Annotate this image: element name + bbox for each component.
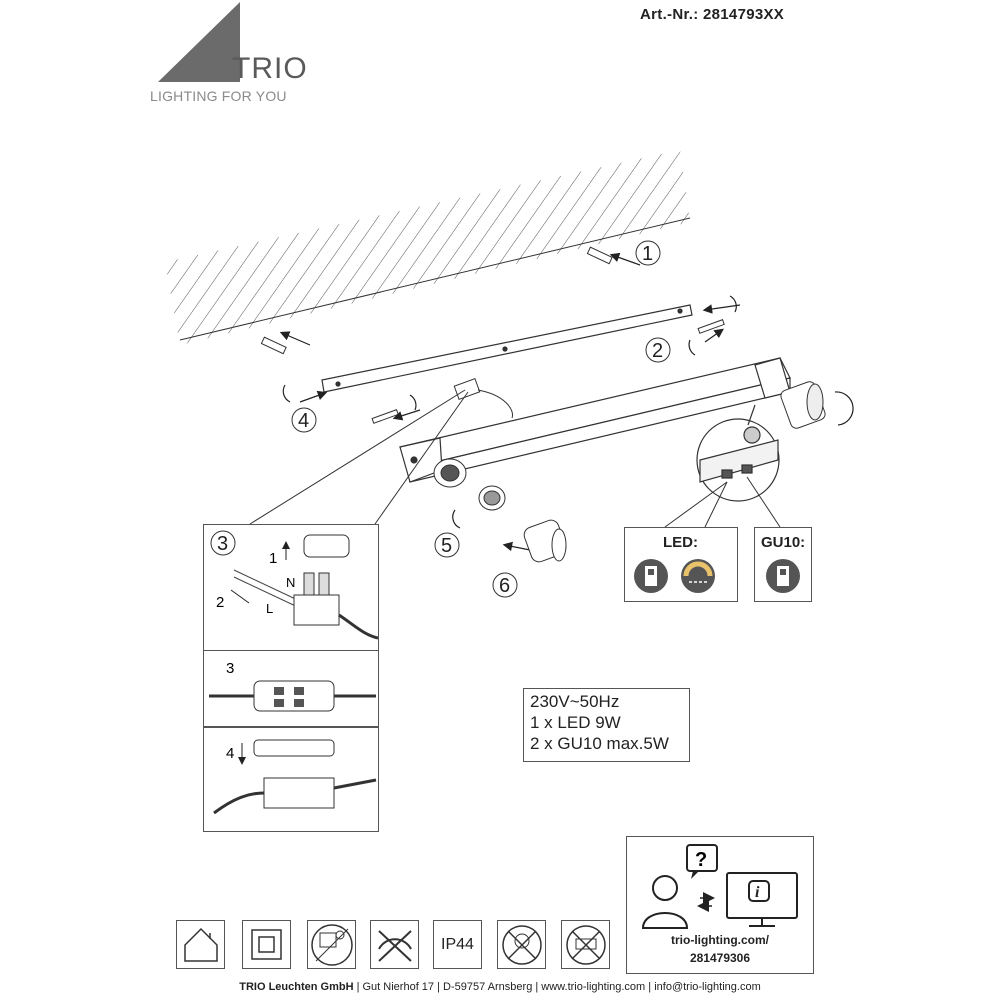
footer-company: TRIO Leuchten GmbH (239, 981, 354, 993)
wiring-mid-label: 3 (226, 660, 234, 677)
led-label: LED: (663, 534, 698, 551)
ceiling-surface (165, 150, 691, 345)
info-url-line2: 281479306 (689, 951, 751, 965)
step-6-label: 6 (499, 575, 510, 597)
footer-web[interactable]: www.trio-lighting.com (541, 981, 646, 993)
substep-1-label: 1 (269, 550, 277, 567)
gu10-label: GU10: (761, 534, 806, 551)
spec-voltage: 230V~50Hz (530, 692, 620, 711)
brand-name: TRIO (232, 52, 308, 85)
spec-led: 1 x LED 9W (530, 713, 621, 732)
step-2-label: 2 (652, 340, 663, 362)
gu10-bulb-icon (478, 485, 506, 511)
led-not-replaceable-icon (497, 920, 546, 969)
ip-rating-icon: IP44 (433, 920, 482, 969)
question-bubble-icon: ? (686, 844, 718, 879)
info-url-line1[interactable]: trio-lighting.com/ (671, 933, 769, 947)
screw-icon (371, 319, 725, 424)
logo-triangle-icon (158, 2, 240, 82)
info-monitor-icon: i (726, 872, 798, 927)
info-box: ? i trio-lighting.com/ 281479306 (626, 836, 814, 974)
indoor-use-icon (176, 920, 225, 969)
exchange-arrows-icon (697, 892, 715, 912)
protection-class-ii-icon (242, 920, 291, 969)
gu10-control-panel: GU10: (754, 527, 812, 602)
do-not-cover-icon (307, 920, 356, 969)
light-bar (399, 357, 791, 483)
brand-tagline: LIGHTING FOR YOU (150, 88, 287, 104)
step-1-label: 1 (642, 243, 653, 265)
substep-2-label: 2 (216, 594, 224, 611)
footer-address: Gut Nierhof 17 (362, 981, 435, 993)
led-control-panel: LED: (624, 527, 738, 602)
spec-gu10: 2 x GU10 max.5W (530, 734, 669, 753)
step-5-label: 5 (441, 535, 452, 557)
wire-n-label: N (286, 575, 295, 590)
wiring-step-label: 3 (217, 533, 228, 555)
svg-text:?: ? (695, 849, 707, 871)
spot-cover-cylinder (523, 519, 567, 563)
spot-head-left (433, 458, 467, 488)
step-markers: 1 2 4 5 6 (291, 240, 671, 598)
junction-box (453, 378, 514, 419)
wiring-panel-bottom: 4 (203, 727, 379, 832)
svg-text:i: i (755, 884, 760, 901)
mounting-bracket (321, 304, 693, 393)
article-number: Art.-Nr.: 2814793XX (640, 6, 785, 23)
user-icon (641, 875, 689, 929)
footer-city: D-59757 Arnsberg (443, 981, 533, 993)
wall-plug-icon (260, 246, 613, 355)
wiring-panel-top: 3 1 2 N L (203, 524, 379, 651)
spot-head-right (780, 381, 826, 429)
switch-detail-circle (696, 404, 780, 502)
step-4-label: 4 (298, 410, 309, 432)
driver-not-replaceable-icon (561, 920, 610, 969)
footer: TRIO Leuchten GmbH | Gut Nierhof 17 | D-… (239, 981, 761, 993)
not-dimmable-icon (370, 920, 419, 969)
specs-box: 230V~50Hz 1 x LED 9W 2 x GU10 max.5W (523, 688, 690, 762)
wire-l-label: L (266, 601, 273, 616)
wiring-bottom-label: 4 (226, 745, 234, 762)
footer-email[interactable]: info@trio-lighting.com (654, 981, 761, 993)
wiring-panel-middle: 3 (203, 650, 379, 727)
